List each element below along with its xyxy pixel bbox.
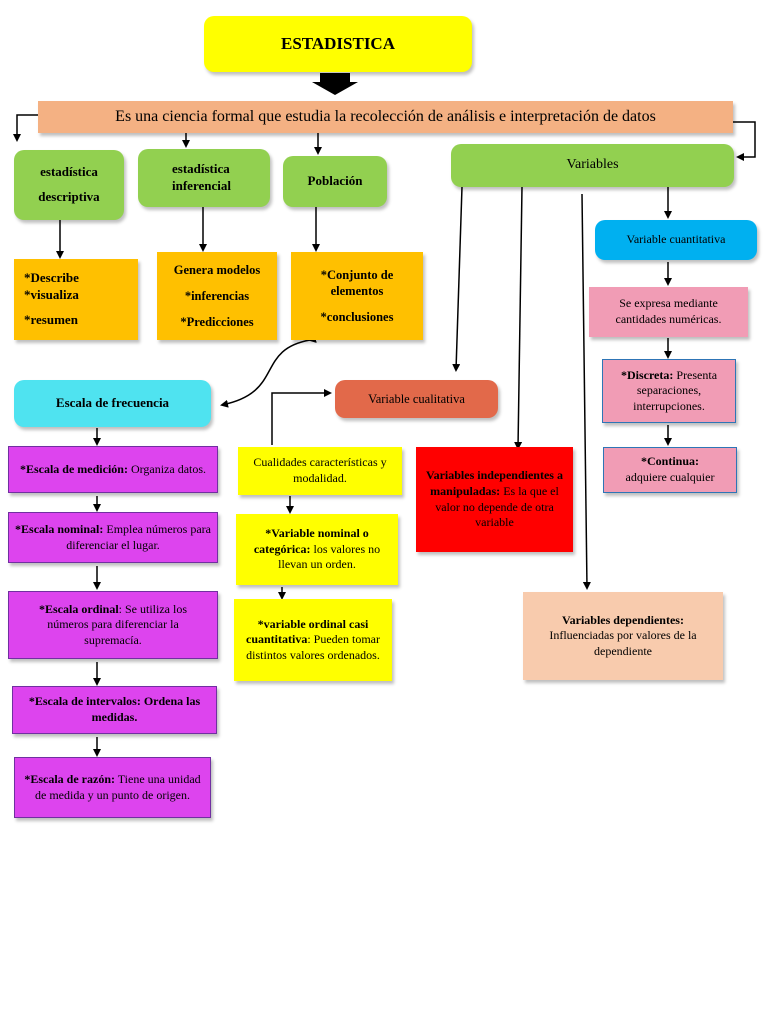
discreta-box: *Discreta: Presenta separaciones, interr… (602, 359, 736, 423)
title-down-arrow (312, 73, 358, 95)
variable-ordinal-box: *variable ordinal casi cuantitativa: Pue… (234, 599, 392, 681)
poblacion-item: *conclusiones (320, 310, 394, 325)
nominal-text: los valores no llevan un orden. (278, 541, 381, 572)
inferencial-line1: estadística (172, 161, 230, 177)
cualitativa-desc-box: Cualidades características y modalidad. (238, 447, 402, 495)
inferencial-detail: Genera modelos *inferencias *Prediccione… (157, 252, 277, 340)
escala-item-medicion: *Escala de medición: Organiza datos. (8, 446, 218, 493)
escala-item-intervalos: *Escala de intervalos: Ordena las medida… (12, 686, 217, 734)
escala-item-bold: *Escala nominal: (15, 521, 104, 536)
ordinal-bold: *variable ordinal casi cuantitativa (246, 616, 369, 647)
dependientes-text: Influenciadas por valores de la dependie… (549, 628, 697, 658)
cuantitativa-desc-box: Se expresa mediante cantidades numéricas… (589, 287, 748, 337)
title-box: ESTADISTICA (204, 16, 472, 72)
ordinal-text: : Pueden tomar distintos valores ordenad… (246, 632, 380, 662)
continua-bold: *Continua: (640, 454, 699, 469)
variables-dependientes-box: Variables dependientes: Influenciadas po… (523, 592, 723, 680)
definition-box: Es una ciencia formal que estudia la rec… (38, 101, 733, 133)
branch-variables: Variables (451, 144, 734, 187)
title-text: ESTADISTICA (280, 33, 395, 53)
escala-item-bold: *Escala de intervalos: Ordena las medida… (28, 694, 201, 724)
nominal-bold: *Variable nominal o categórica: (253, 526, 369, 556)
escala-item-bold: *Escala ordinal (38, 601, 119, 616)
inferencial-line2: inferencial (172, 178, 231, 193)
escala-item-razon: *Escala de razón: Tiene una unidad de me… (14, 757, 211, 818)
variables-label: Variables (566, 157, 619, 173)
continua-box: *Continua: adquiere cualquier (603, 447, 737, 493)
escala-frecuencia-box: Escala de frecuencia (14, 380, 211, 427)
inferencial-item: *Predicciones (180, 315, 254, 330)
variable-cualitativa-box: Variable cualitativa (335, 380, 498, 418)
continua-text: adquiere cualquier (625, 470, 715, 484)
definition-text: Es una ciencia formal que estudia la rec… (115, 107, 656, 125)
descriptiva-item: *Describe (24, 270, 79, 286)
escala-item-text: Tiene una unidad de medida y un punto de… (35, 771, 201, 802)
poblacion-detail: *Conjunto de elementos *conclusiones (291, 252, 423, 340)
independientes-text: Es la que el valor no depende de otra va… (435, 483, 559, 530)
dependientes-bold: Variables dependientes: (562, 612, 684, 627)
inferencial-item: Genera modelos (173, 262, 261, 277)
cualitativa-desc: Cualidades características y modalidad. (253, 455, 387, 485)
escala-item-nominal: *Escala nominal: Emplea números para dif… (8, 512, 218, 563)
poblacion-item: elementos (330, 283, 384, 298)
variables-independientes-box: Variables independientes a manipuladas: … (416, 447, 573, 552)
poblacion-label: Población (307, 173, 363, 189)
descriptiva-item: *resumen (24, 311, 78, 327)
escala-item-bold: *Escala de medición: (19, 461, 128, 476)
cuantitativa-title: Variable cuantitativa (626, 232, 726, 247)
descriptiva-item: *visualiza (24, 287, 79, 303)
discreta-text: Presenta separaciones, interrupciones. (633, 367, 718, 413)
descriptiva-line1: estadística (40, 164, 98, 180)
branch-descriptiva: estadística descriptiva (14, 150, 124, 220)
branch-inferencial: estadística inferencial (138, 149, 270, 207)
escala-item-text: : Se utiliza los números para diferencia… (47, 601, 187, 647)
cuantitativa-desc: Se expresa mediante cantidades numéricas… (615, 296, 722, 326)
escala-item-bold: *Escala de razón: (24, 771, 115, 786)
branch-poblacion: Población (283, 156, 387, 207)
inferencial-item: *inferencias (184, 288, 250, 303)
escala-item-text: Emplea números para diferenciar el lugar… (66, 521, 211, 552)
escala-item-ordinal: *Escala ordinal: Se utiliza los números … (8, 591, 218, 659)
independientes-bold: Variables independientes a manipuladas: (426, 468, 563, 498)
escala-item-text: Organiza datos. (127, 461, 207, 476)
poblacion-item: *Conjunto de (320, 267, 394, 282)
descriptiva-line2: descriptiva (38, 189, 100, 204)
descriptiva-detail: *Describe *visualiza *resumen (14, 259, 138, 340)
discreta-bold: *Discreta: (620, 367, 674, 382)
escala-frecuencia-title: Escala de frecuencia (55, 395, 170, 411)
cualitativa-title: Variable cualitativa (368, 391, 465, 406)
variable-cuantitativa-box: Variable cuantitativa (595, 220, 757, 260)
variable-nominal-box: *Variable nominal o categórica: los valo… (236, 514, 398, 585)
